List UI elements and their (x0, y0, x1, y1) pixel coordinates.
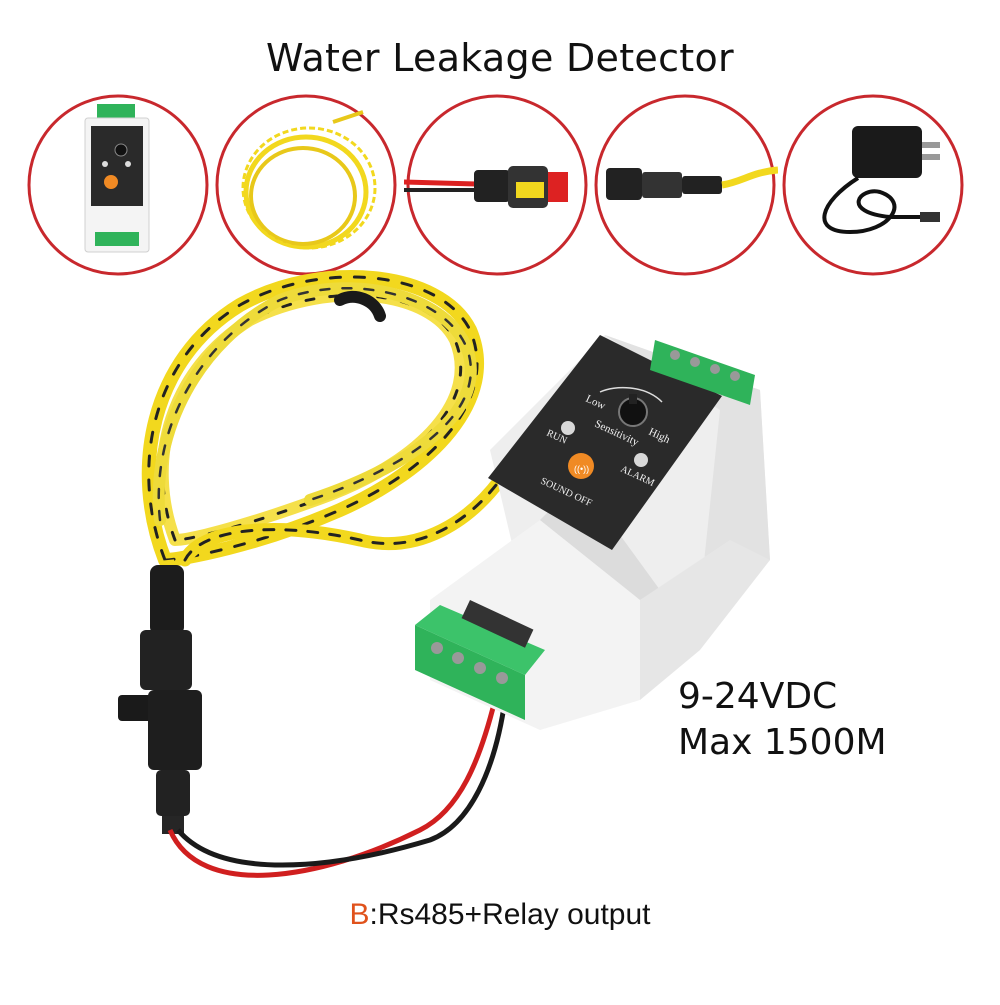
thumbnail-detector-module (25, 92, 211, 278)
spec-max-length: Max 1500M (678, 722, 887, 763)
thumbnail-power-adapter (780, 92, 966, 278)
caption-letter: B (349, 898, 370, 931)
svg-text:((•)): ((•)) (574, 464, 589, 474)
sensing-cable-coil (141, 270, 507, 567)
spec-voltage: 9-24VDC (678, 676, 838, 717)
thumbnail-connector-plug (592, 92, 778, 278)
cable-connector (118, 565, 202, 834)
detector-device: ((•)) Low Sensitivity High RUN ALARM SOU… (415, 335, 770, 730)
thumbnail-sensing-cable (213, 92, 399, 278)
caption: B:Rs485+Relay output (0, 898, 1000, 932)
caption-text: :Rs485+Relay output (369, 898, 651, 931)
page-title: Water Leakage Detector (266, 36, 734, 80)
thumbnail-waterproof-connector (404, 92, 590, 278)
